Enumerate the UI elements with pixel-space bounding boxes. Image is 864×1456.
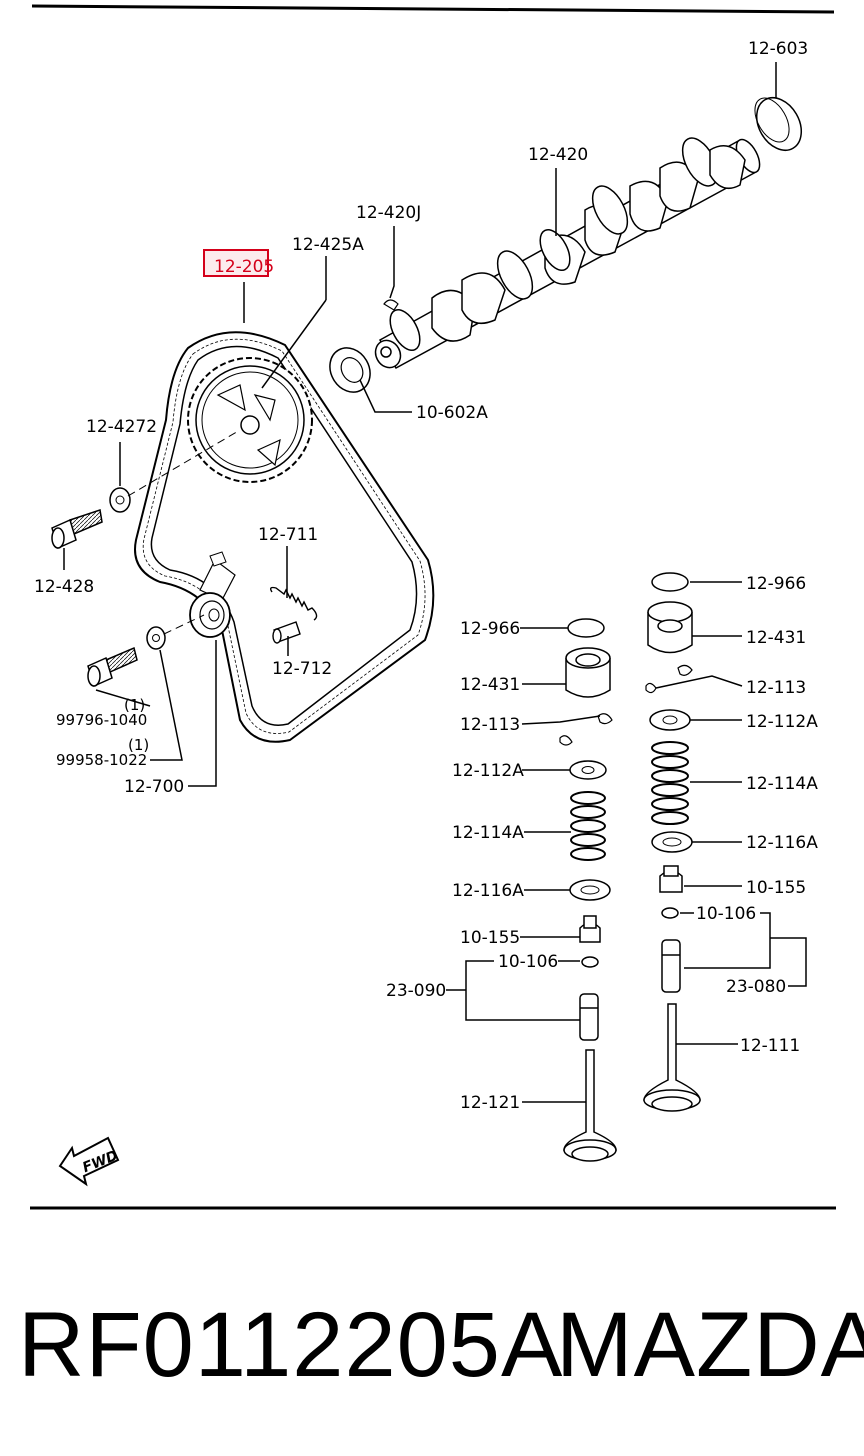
label-12-121: 12-121 bbox=[460, 1093, 520, 1113]
label-12-116A-left: 12-116A bbox=[452, 881, 524, 901]
label-12-205: 12-205 bbox=[214, 257, 274, 277]
footer: RF0112205A MAZDA bbox=[0, 1290, 864, 1400]
label-12-114A-left: 12-114A bbox=[452, 823, 524, 843]
label-12-112A-left: 12-112A bbox=[452, 761, 524, 781]
cam-plug-12-603 bbox=[754, 97, 803, 151]
label-12-4272: 12-4272 bbox=[86, 417, 157, 437]
label-10-106-right: 10-106 bbox=[696, 904, 756, 924]
label-12-113-left: 12-113 bbox=[460, 715, 520, 735]
label-12-966-left: 12-966 bbox=[460, 619, 520, 639]
spring-retainer-right bbox=[649, 709, 691, 731]
leader-lines-right bbox=[446, 62, 807, 1103]
tappet-cap-right bbox=[651, 572, 689, 592]
label-10-106-left: 10-106 bbox=[498, 952, 558, 972]
top-border-line bbox=[31, 4, 835, 14]
label-12-428: 12-428 bbox=[34, 577, 94, 597]
key-12-420J bbox=[383, 299, 399, 311]
label-12-111: 12-111 bbox=[740, 1036, 800, 1056]
label-10-155-left: 10-155 bbox=[460, 928, 520, 948]
oil-seal-10-602A bbox=[329, 347, 371, 393]
washer-12-4272 bbox=[109, 487, 131, 513]
valve-seal-right bbox=[659, 865, 683, 893]
highlight-box bbox=[203, 249, 269, 277]
valve-keeper-right bbox=[645, 664, 693, 694]
leader-lines-left bbox=[63, 226, 412, 787]
label-12-420J: 12-420J bbox=[356, 203, 421, 223]
label-10-602A: 10-602A bbox=[416, 403, 488, 423]
o-ring-right bbox=[661, 907, 679, 919]
label-99796-1040: 99796-1040 bbox=[56, 711, 147, 729]
tensioner-axis-dash bbox=[163, 614, 205, 635]
washer-99958-1022 bbox=[146, 626, 166, 650]
intake-valve-12-121 bbox=[563, 1049, 617, 1162]
brand-name: MAZDA bbox=[556, 1294, 864, 1396]
o-ring-left bbox=[581, 956, 599, 968]
label-12-116A-right: 12-116A bbox=[746, 833, 818, 853]
label-12-431-right: 12-431 bbox=[746, 628, 806, 648]
valve-spring-right bbox=[651, 741, 689, 825]
tappet-right bbox=[647, 601, 693, 654]
valve-keeper-left bbox=[559, 713, 613, 746]
label-12-425A: 12-425A bbox=[292, 235, 364, 255]
valve-guide-right bbox=[661, 939, 681, 993]
label-12-700: 12-700 bbox=[124, 777, 184, 797]
spring-seat-right bbox=[651, 831, 693, 853]
label-99958-qty: (1) bbox=[128, 736, 149, 754]
fwd-arrow-icon: FWD bbox=[58, 1136, 120, 1187]
label-12-711: 12-711 bbox=[258, 525, 318, 545]
exhaust-valve-12-111 bbox=[643, 1003, 701, 1112]
valve-seal-left bbox=[579, 915, 601, 943]
cam-sprocket-12-425A bbox=[187, 357, 313, 483]
bolt-99796-1040 bbox=[87, 646, 138, 688]
label-12-966-right: 12-966 bbox=[746, 574, 806, 594]
bolt-axis-dash bbox=[127, 429, 241, 497]
label-99958-1022: 99958-1022 bbox=[56, 751, 147, 769]
part-number: RF0112205A bbox=[18, 1294, 564, 1396]
tensioner-12-700 bbox=[189, 551, 236, 638]
parts-diagram: FWD bbox=[30, 4, 836, 1210]
stud-12-712 bbox=[272, 621, 301, 644]
spring-seat-left bbox=[569, 879, 611, 901]
bolt-12-428 bbox=[51, 509, 103, 550]
tappet-cap-left bbox=[567, 618, 605, 638]
label-12-420: 12-420 bbox=[528, 145, 588, 165]
camshaft bbox=[374, 137, 761, 370]
tappet-left bbox=[565, 647, 611, 698]
label-12-712: 12-712 bbox=[272, 659, 332, 679]
label-10-155-right: 10-155 bbox=[746, 878, 806, 898]
spring-12-711 bbox=[269, 586, 318, 621]
label-23-090: 23-090 bbox=[386, 981, 446, 1001]
label-23-080: 23-080 bbox=[726, 977, 786, 997]
valve-spring-left bbox=[570, 791, 606, 861]
spring-retainer-left bbox=[569, 760, 607, 780]
timing-belt bbox=[134, 331, 435, 743]
label-12-112A-right: 12-112A bbox=[746, 712, 818, 732]
label-12-603: 12-603 bbox=[748, 39, 808, 59]
label-12-431-left: 12-431 bbox=[460, 675, 520, 695]
label-12-113-right: 12-113 bbox=[746, 678, 806, 698]
label-99796-qty: (1) bbox=[124, 696, 145, 714]
label-12-114A-right: 12-114A bbox=[746, 774, 818, 794]
valve-guide-left bbox=[579, 993, 599, 1041]
